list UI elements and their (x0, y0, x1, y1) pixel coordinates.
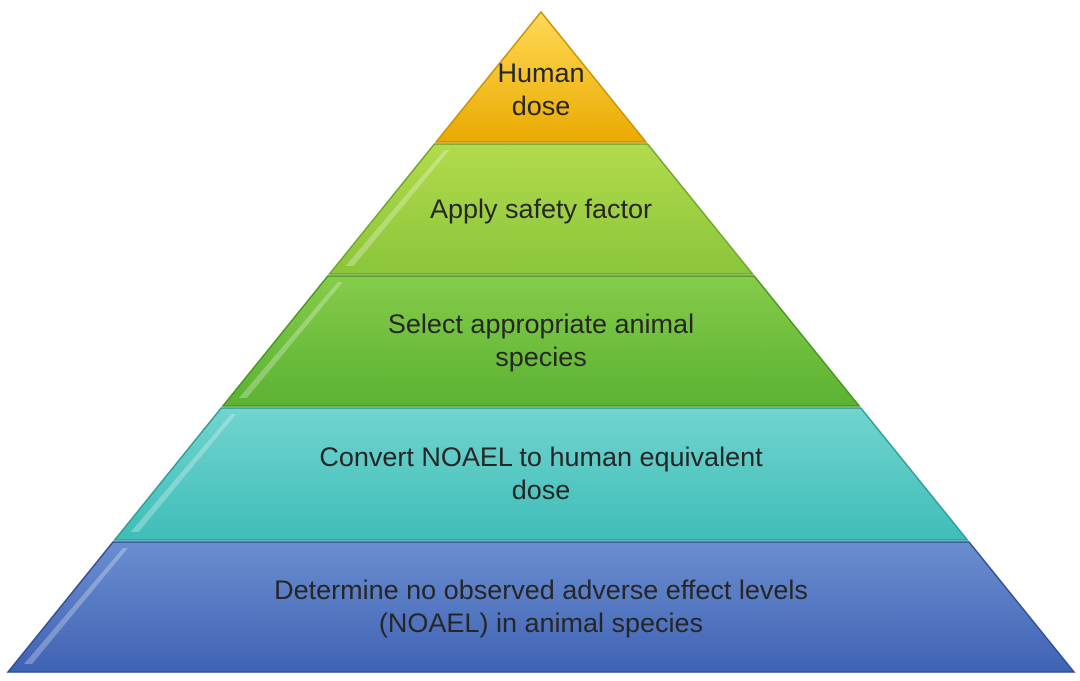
tier-4-highlight (130, 414, 237, 532)
pyramid-tier-1 (434, 10, 648, 143)
tier-1-label: Human dose (497, 58, 585, 121)
tier-5-label: Determine no observed adverse effect lev… (274, 575, 808, 638)
tier-4-label: Convert NOAEL to human equivalent dose (319, 442, 763, 505)
pyramid-tier-3 (221, 275, 861, 407)
tier-5-highlight (24, 548, 128, 664)
pyramid-tier-2 (327, 143, 755, 275)
tier-2-label: Apply safety factor (429, 193, 653, 224)
tier-2-highlight (345, 150, 450, 266)
pyramid-tier-4 (113, 407, 969, 541)
tier-3-label: Select appropriate animal species (387, 309, 695, 372)
tier-3-highlight (238, 282, 343, 398)
pyramid-tier-5 (6, 541, 1076, 673)
